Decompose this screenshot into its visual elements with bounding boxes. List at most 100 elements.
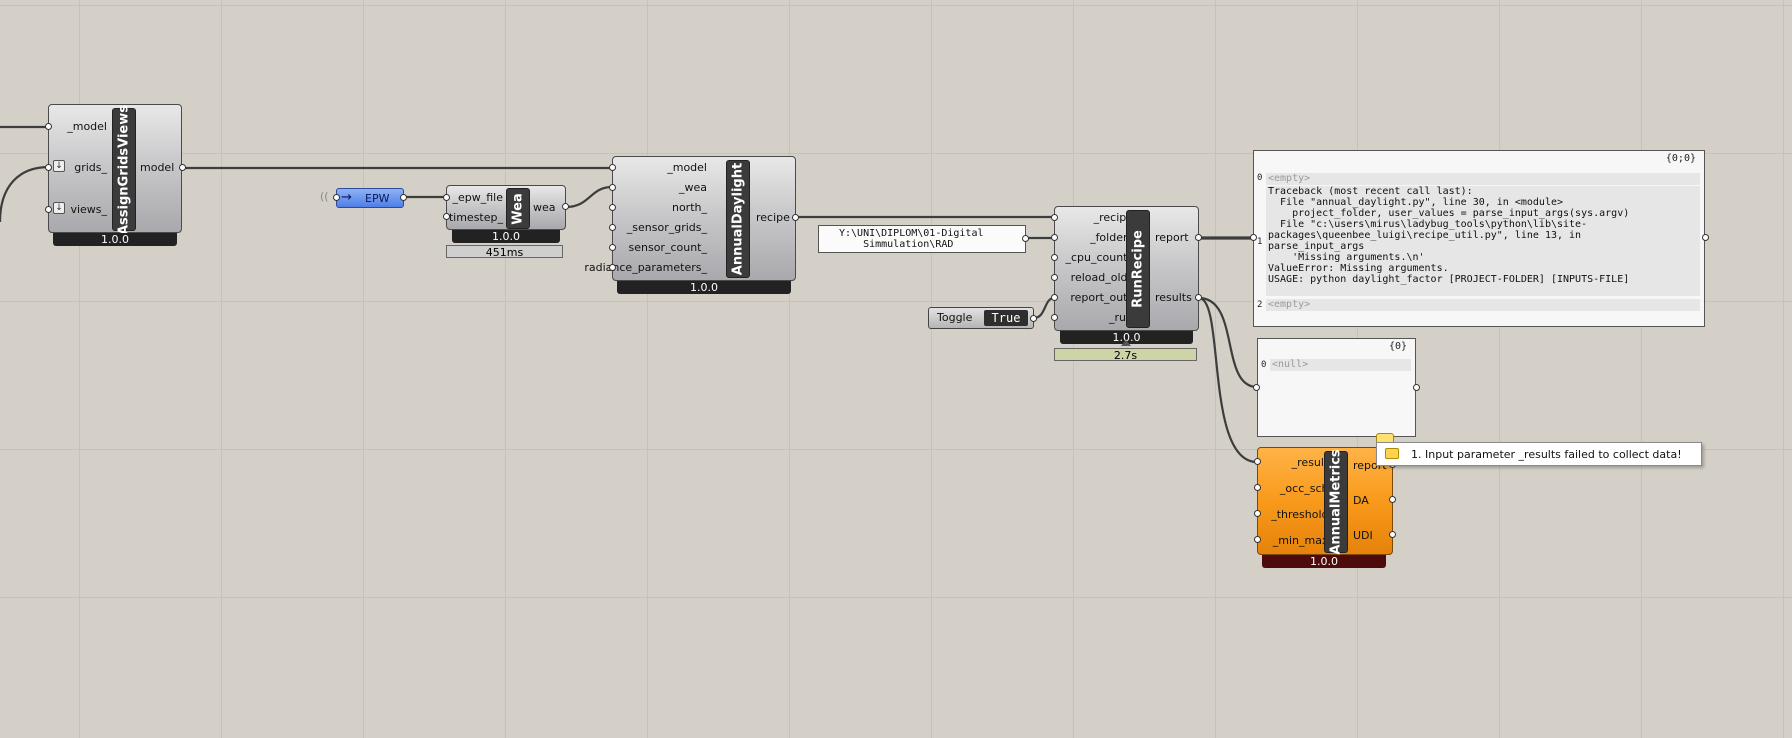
input-port[interactable]	[1254, 536, 1261, 543]
results-row-null: <null>	[1270, 359, 1411, 371]
wire-results-to-annual-metrics	[1198, 296, 1258, 464]
row-index: 1	[1257, 237, 1263, 247]
input-port[interactable]	[45, 206, 52, 213]
wire-grids-in	[0, 165, 50, 223]
toggle-value[interactable]: True	[984, 310, 1028, 326]
resize-arrow-icon	[1121, 340, 1131, 346]
input-results-label: _results	[1291, 456, 1334, 469]
input-port[interactable]	[1051, 314, 1058, 321]
output-port[interactable]	[400, 194, 407, 201]
output-port[interactable]	[792, 214, 799, 221]
version-badge: 1.0.0	[1262, 555, 1386, 568]
output-port[interactable]	[1195, 294, 1202, 301]
input-sensor-count-label: sensor_count_	[628, 241, 708, 254]
input-port[interactable]	[1051, 274, 1058, 281]
output-port[interactable]	[1702, 234, 1709, 241]
report-panel[interactable]: {0;0} 0 <empty> 1 Traceback (most recent…	[1253, 150, 1705, 327]
panel-path-header: {0}	[1388, 341, 1407, 352]
graft-icon: ↓	[53, 160, 65, 172]
input-grids-label: grids_	[74, 161, 107, 174]
toggle-label: Toggle	[937, 311, 973, 324]
annual-daylight-component[interactable]: _model _wea north_ _sensor_grids_ sensor…	[584, 156, 796, 281]
input-port[interactable]	[443, 194, 450, 201]
output-recipe-label: recipe	[756, 211, 790, 224]
component-title-box: RunRecipe	[1126, 210, 1150, 328]
output-port[interactable]	[1389, 531, 1396, 538]
input-port[interactable]	[609, 264, 616, 271]
timing-badge: 2.7s	[1054, 348, 1197, 362]
wire-results-to-panel	[1198, 296, 1258, 389]
input-model-label: _model	[67, 120, 107, 133]
component-title-box: Wea	[506, 188, 530, 229]
warning-message: 1. Input parameter _results failed to co…	[1411, 448, 1682, 461]
report-row-empty: <empty>	[1266, 173, 1700, 185]
input-port[interactable]	[609, 164, 616, 171]
folder-path-text: Y:\UNI\DIPLOM\01-Digital Simmulation\RAD	[839, 228, 984, 250]
row-index: 0	[1261, 360, 1267, 370]
output-port[interactable]	[1022, 235, 1029, 242]
input-port[interactable]	[1051, 294, 1058, 301]
input-wea-label: _wea	[678, 181, 707, 194]
wea-component[interactable]: _epw_file timestep_ Wea wea	[446, 185, 566, 230]
output-port[interactable]	[179, 164, 186, 171]
output-port[interactable]	[1195, 234, 1202, 241]
output-wea-label: wea	[533, 201, 556, 214]
component-title-box: AnnualMetrics	[1324, 449, 1348, 555]
version-badge: 1.0.0	[452, 230, 560, 243]
component-title: AnnualMetrics	[1328, 449, 1344, 555]
input-port[interactable]	[333, 194, 340, 201]
input-port[interactable]	[609, 244, 616, 251]
input-north-label: north_	[671, 201, 707, 214]
results-panel[interactable]: {0} 0 <null>	[1257, 338, 1416, 437]
output-port[interactable]	[1389, 496, 1396, 503]
input-port[interactable]	[609, 204, 616, 211]
output-da-label: DA	[1353, 494, 1369, 507]
input-port[interactable]	[45, 123, 52, 130]
warning-tooltip: 1. Input parameter _results failed to co…	[1376, 442, 1702, 466]
assign-grids-views-component[interactable]: _model ↓ grids_ ↓ views_ AssignGridsView…	[48, 104, 182, 235]
input-port[interactable]	[45, 164, 52, 171]
output-udi-label: UDI	[1353, 529, 1373, 542]
annual-metrics-component[interactable]: _results _occ_sch_ _threshold_ _min_max_…	[1257, 447, 1393, 555]
input-model-label: _model	[667, 161, 707, 174]
row-index: 2	[1257, 300, 1263, 310]
row-index: 0	[1257, 173, 1263, 183]
input-port[interactable]	[609, 184, 616, 191]
input-report-out-label: report_out_	[1070, 291, 1133, 304]
input-port[interactable]	[1051, 234, 1058, 241]
output-port[interactable]	[1030, 315, 1037, 322]
version-badge: 1.0.0	[1060, 331, 1193, 344]
version-badge: 1.0.0	[53, 233, 177, 246]
input-occ-sch-label: _occ_sch_	[1279, 482, 1334, 495]
input-port[interactable]	[1051, 254, 1058, 261]
component-title-box: AssignGridsViews	[112, 105, 136, 235]
input-port[interactable]	[1051, 214, 1058, 221]
epw-label: EPW	[365, 192, 390, 205]
input-port[interactable]	[1253, 384, 1260, 391]
input-port[interactable]	[1254, 484, 1261, 491]
component-title-box: AnnualDaylight	[726, 160, 750, 278]
input-sensor-grids-label: _sensor_grids_	[626, 221, 707, 234]
input-epw-file-label: _epw_file	[452, 191, 504, 204]
output-port[interactable]	[562, 203, 569, 210]
epw-wireless-icon: ((	[320, 190, 329, 203]
input-folder-label: _folder_	[1090, 231, 1133, 244]
output-port[interactable]	[1413, 384, 1420, 391]
input-port[interactable]	[443, 213, 450, 220]
panel-path-header: {0;0}	[1665, 153, 1696, 164]
arrow-right-icon: →	[341, 190, 352, 205]
input-views-label: views_	[70, 203, 107, 216]
wire-wea-to-annual-daylight	[565, 185, 613, 209]
input-port[interactable]	[1254, 510, 1261, 517]
boolean-toggle[interactable]: Toggle True	[928, 307, 1034, 329]
folder-path-panel[interactable]: Y:\UNI\DIPLOM\01-Digital Simmulation\RAD	[818, 225, 1026, 253]
input-port[interactable]	[1254, 458, 1261, 465]
warning-icon	[1385, 448, 1399, 459]
input-port[interactable]	[1250, 234, 1257, 241]
epw-parameter[interactable]: → EPW	[336, 188, 404, 208]
run-recipe-component[interactable]: _recipe _folder_ _cpu_count_ reload_old_…	[1054, 206, 1199, 331]
component-title: AssignGridsViews	[116, 104, 132, 235]
input-port[interactable]	[609, 224, 616, 231]
version-badge: 1.0.0	[617, 281, 791, 294]
